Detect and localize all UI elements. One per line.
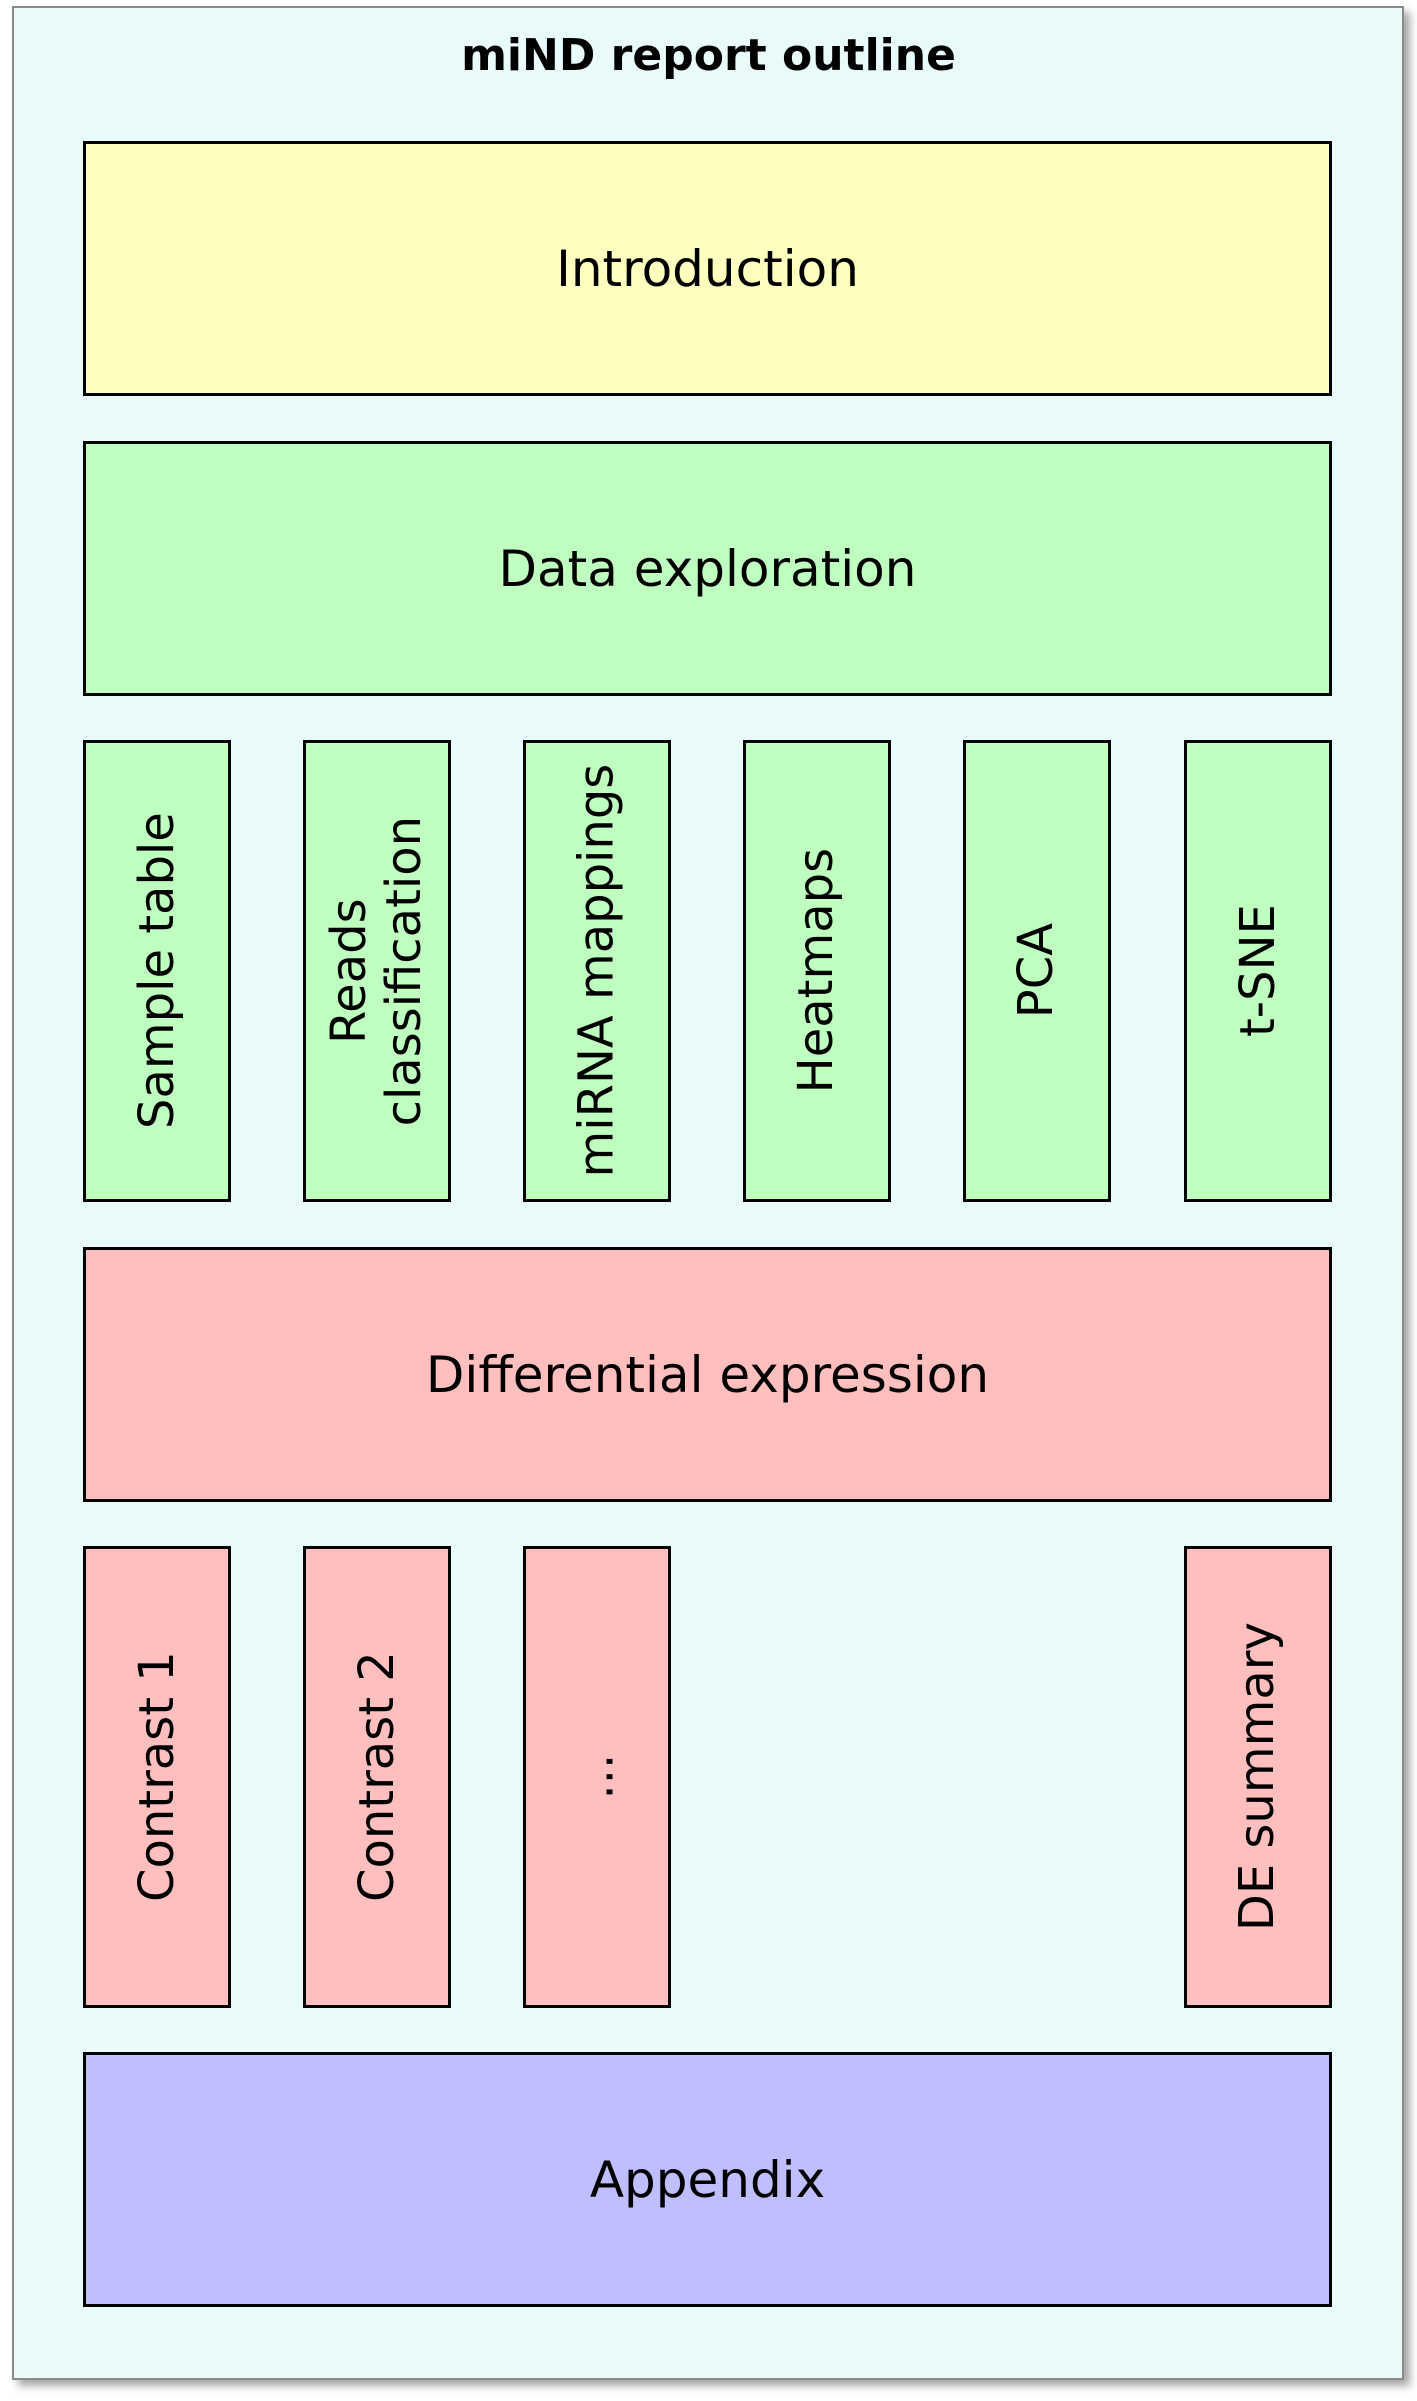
more-contrasts-label: ... [568, 1754, 625, 1800]
contrast-1-label: Contrast 1 [128, 1651, 185, 1903]
tsne-label: t-SNE [1229, 904, 1286, 1038]
introduction-label: Introduction [556, 239, 859, 298]
sample-table-label: Sample table [128, 812, 185, 1130]
differential-expression-label: Differential expression [425, 1345, 990, 1404]
appendix-label: Appendix [589, 2150, 826, 2209]
contrast-2-box: Contrast 2 [303, 1546, 451, 2008]
heatmaps-label: Heatmaps [788, 848, 845, 1094]
reads-classification-box: Reads classification [303, 740, 451, 1202]
diagram-title: miND report outline [461, 30, 956, 81]
de-summary-label: DE summary [1229, 1622, 1286, 1932]
mirna-mappings-label: miRNA mappings [568, 764, 625, 1178]
differential-expression-box: Differential expression [83, 1247, 1332, 1502]
contrast-1-box: Contrast 1 [83, 1546, 231, 2008]
pca-box: PCA [963, 740, 1111, 1202]
sample-table-box: Sample table [83, 740, 231, 1202]
pca-label: PCA [1008, 923, 1065, 1019]
contrast-2-label: Contrast 2 [348, 1651, 405, 1903]
data-exploration-label: Data exploration [498, 539, 917, 598]
appendix-box: Appendix [83, 2052, 1332, 2307]
report-outline-frame [12, 6, 1404, 2380]
tsne-box: t-SNE [1184, 740, 1332, 1202]
mirna-mappings-box: miRNA mappings [523, 740, 671, 1202]
de-summary-box: DE summary [1184, 1546, 1332, 2008]
more-contrasts-box: ... [523, 1546, 671, 2008]
introduction-box: Introduction [83, 141, 1332, 396]
reads-classification-label: Reads classification [320, 815, 433, 1127]
data-exploration-box: Data exploration [83, 441, 1332, 696]
heatmaps-box: Heatmaps [743, 740, 891, 1202]
